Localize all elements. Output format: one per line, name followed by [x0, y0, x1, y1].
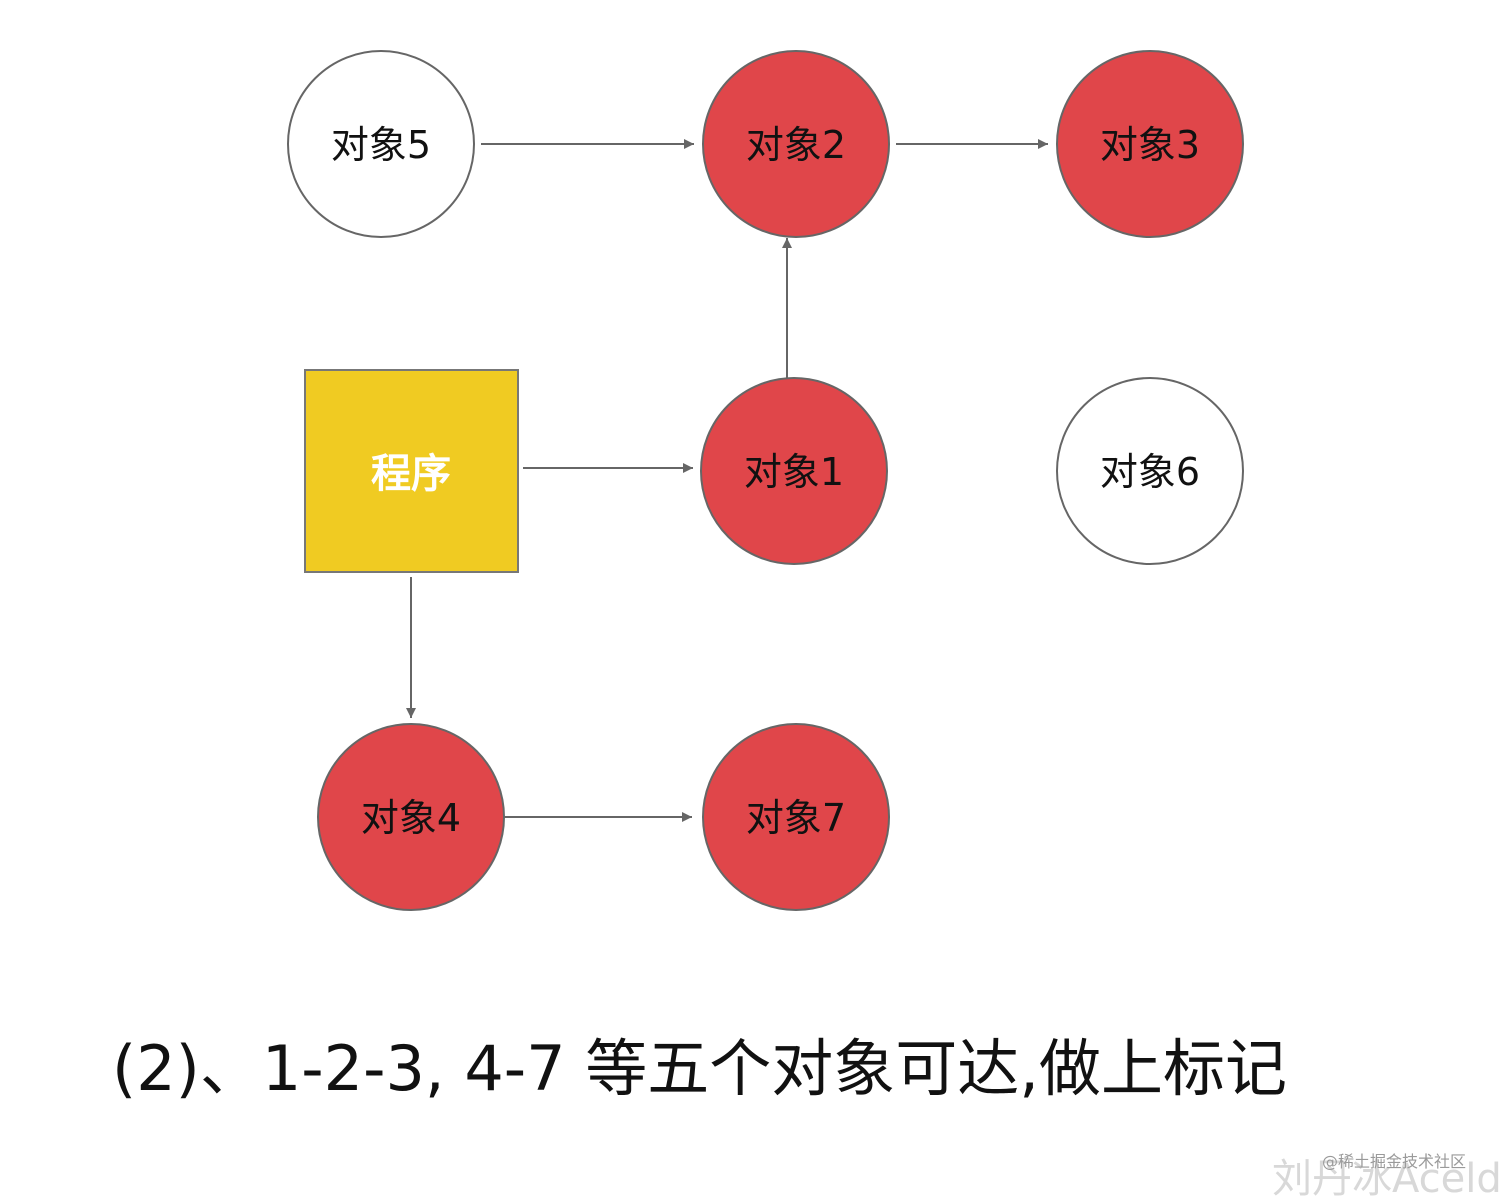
- node-obj4-label: 对象4: [361, 796, 461, 840]
- watermark: 刘丹冰Aceld @稀土掘金技术社区: [1272, 1140, 1508, 1202]
- node-obj7-circle: [702, 723, 890, 911]
- node-obj2-label: 对象2: [746, 123, 846, 167]
- node-obj1: 对象1: [700, 377, 888, 565]
- node-obj3: 对象3: [1056, 50, 1244, 238]
- edges: [406, 139, 1048, 822]
- diagram-caption: (2)、1-2-3, 4-7 等五个对象可达,做上标记: [112, 1032, 1288, 1105]
- node-obj6-circle: [1056, 377, 1244, 565]
- node-obj1-label: 对象1: [744, 450, 844, 494]
- node-obj1-circle: [700, 377, 888, 565]
- node-obj5-circle: [287, 50, 475, 238]
- node-obj3-label: 对象3: [1100, 123, 1200, 167]
- program-box: [304, 369, 519, 573]
- node-obj4: 对象4: [317, 723, 505, 911]
- program-node: 程序: [304, 369, 519, 573]
- watermark-platform: @稀土掘金技术社区: [1322, 1152, 1467, 1171]
- node-obj3-circle: [1056, 50, 1244, 238]
- node-obj5-label: 对象5: [331, 123, 431, 167]
- node-obj7-label: 对象7: [746, 796, 846, 840]
- node-obj5: 对象5: [287, 50, 475, 238]
- watermark-author: 刘丹冰Aceld: [1272, 1156, 1502, 1202]
- node-obj2-circle: [702, 50, 890, 238]
- node-obj6-label: 对象6: [1100, 450, 1200, 494]
- node-obj2: 对象2: [702, 50, 890, 238]
- program-label: 程序: [371, 451, 451, 497]
- node-obj7: 对象7: [702, 723, 890, 911]
- node-obj4-circle: [317, 723, 505, 911]
- node-obj6: 对象6: [1056, 377, 1244, 565]
